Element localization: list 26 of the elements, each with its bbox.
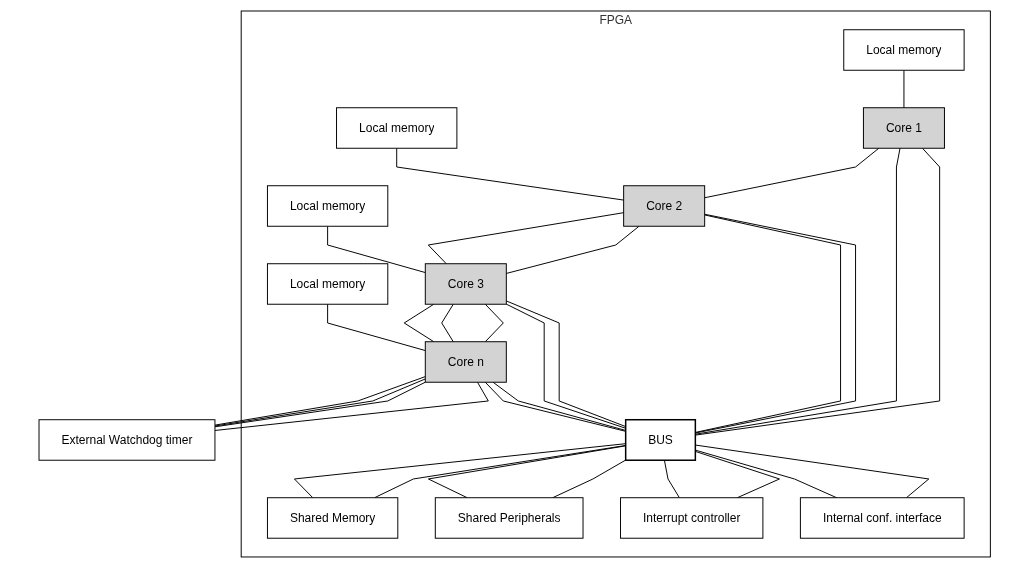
node-box: Shared Memory	[266, 497, 399, 539]
node-box: Local memory	[843, 29, 965, 71]
connector	[326, 225, 426, 274]
connector	[903, 69, 905, 109]
connector	[505, 225, 640, 274]
connector	[427, 445, 626, 499]
connector	[704, 147, 880, 199]
node-box: Core 1	[862, 107, 945, 149]
node-box: External Watchdog timer	[38, 419, 216, 461]
connector	[663, 459, 680, 499]
node-box: Internal conf. interface	[799, 497, 965, 539]
node-box: Shared Peripherals	[434, 497, 584, 539]
node-box: Local memory	[335, 107, 458, 149]
node-box: Local memory	[266, 185, 389, 227]
node-box: Interrupt controller	[619, 497, 764, 539]
connector	[552, 459, 626, 499]
node-box: Core 3	[424, 263, 507, 305]
node-box: Local memory	[266, 263, 389, 305]
connector	[214, 381, 489, 431]
connector	[396, 147, 624, 201]
connector	[293, 443, 626, 499]
connector	[427, 212, 624, 265]
connector	[326, 303, 426, 352]
node-box: Core n	[424, 341, 507, 383]
node-box: BUS	[624, 419, 696, 461]
node-box: Core 2	[622, 185, 705, 227]
